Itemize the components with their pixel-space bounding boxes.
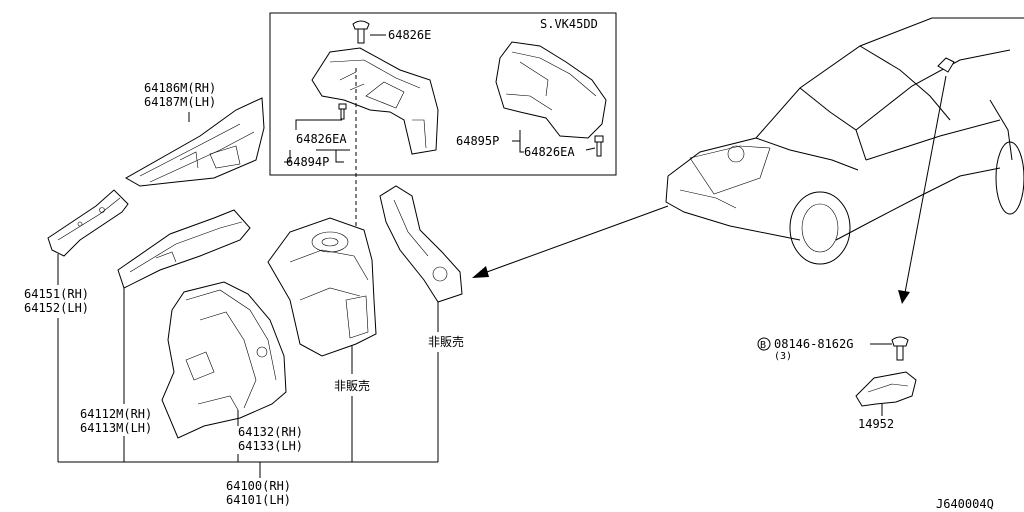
inset-variant-label: S.VK45DD	[540, 17, 598, 31]
hood-ledge-lower-64112M	[117, 209, 251, 289]
callout-64187M: 64187M(LH)	[144, 95, 216, 109]
callout-64894P: 64894P	[286, 155, 329, 169]
callout-64152: 64152(LH)	[24, 301, 89, 315]
callout-64186M: 64186M(RH)	[144, 81, 216, 95]
hood-ledge-upper-64186M	[124, 97, 265, 187]
callout-64826EA-left: 64826EA	[296, 132, 347, 146]
strut-housing	[267, 217, 377, 357]
callout-64826E: 64826E	[388, 28, 431, 42]
bracket-14952	[855, 371, 917, 407]
diagram-code: J640004Q	[936, 497, 994, 511]
car-outline	[665, 17, 1024, 265]
clip-fastener-64826E	[352, 20, 370, 44]
screw-64826EA-right	[594, 135, 604, 157]
inset-box: S.VK45DD 64826E 64826EA 64894P	[269, 12, 617, 176]
callout-64113M: 64113M(LH)	[80, 421, 152, 435]
callout-64100: 64100(RH)	[226, 479, 291, 493]
not-for-sale-center: 非販売	[334, 378, 370, 393]
callout-64826EA-right: 64826EA	[524, 145, 575, 159]
screw-64826EA-left	[338, 103, 347, 120]
callout-64133: 64133(LH)	[238, 439, 303, 453]
pointer-arrow-left	[472, 205, 669, 278]
callout-bolt-qty: (3)	[774, 351, 792, 362]
callout-64151: 64151(RH)	[24, 287, 89, 301]
callout-64132: 64132(RH)	[238, 425, 303, 439]
callout-64112M: 64112M(RH)	[80, 407, 152, 421]
bolt-marker: B	[760, 340, 766, 351]
splash-shield-64894P	[311, 47, 439, 155]
bolt-08146	[891, 336, 909, 361]
not-for-sale-right: 非販売	[428, 334, 464, 349]
splash-shield-64895P	[495, 41, 607, 139]
callout-64101: 64101(LH)	[226, 493, 291, 507]
pointer-arrow-down	[898, 57, 955, 304]
callout-64895P: 64895P	[456, 134, 499, 148]
wheelhouse-64132	[161, 281, 287, 439]
bolt-marker-circle	[757, 337, 771, 351]
pillar-extension	[379, 185, 463, 303]
callout-08146-8162G: 08146-8162G	[774, 337, 853, 351]
callout-14952: 14952	[858, 417, 894, 431]
side-member-64151	[47, 189, 129, 257]
